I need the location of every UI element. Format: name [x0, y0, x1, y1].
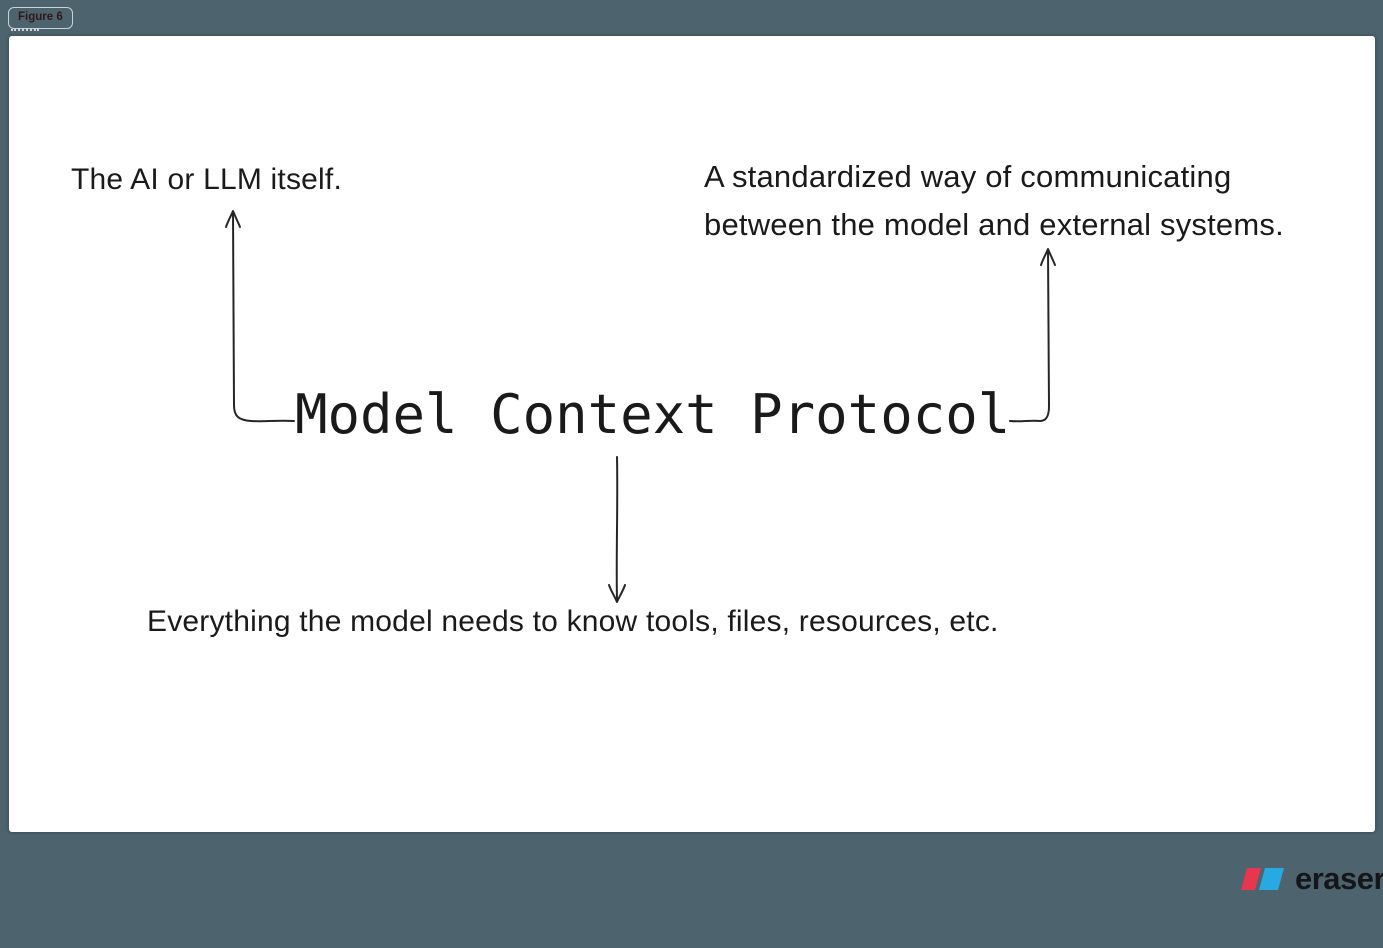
- arrow-to-model-annotation: [225, 210, 295, 423]
- eraser-logo-icon: [1241, 867, 1284, 890]
- eraser-logo-text: eraser: [1295, 861, 1383, 896]
- figure-tab-label: Figure 6: [18, 11, 63, 23]
- annotation-model: The AI or LLM itself.: [71, 163, 342, 196]
- figure-tab-underline-dots: [11, 29, 39, 31]
- arrow-to-protocol-annotation: [1009, 248, 1056, 423]
- figure-tab[interactable]: Figure 6: [8, 7, 73, 29]
- diagram-canvas: The AI or LLM itself. A standardized way…: [9, 36, 1375, 832]
- annotation-protocol-line2: between the model and external systems.: [704, 207, 1284, 242]
- annotation-protocol: A standardized way of communicating betw…: [704, 153, 1284, 249]
- diagram-title: Model Context Protocol: [295, 383, 1011, 446]
- eraser-watermark[interactable]: eraser: [1236, 863, 1383, 894]
- connector-arrows: [225, 210, 1056, 603]
- arrow-to-context-annotation: [608, 456, 626, 603]
- annotation-context: Everything the model needs to know tools…: [147, 605, 999, 638]
- annotation-protocol-line1: A standardized way of communicating: [704, 159, 1232, 194]
